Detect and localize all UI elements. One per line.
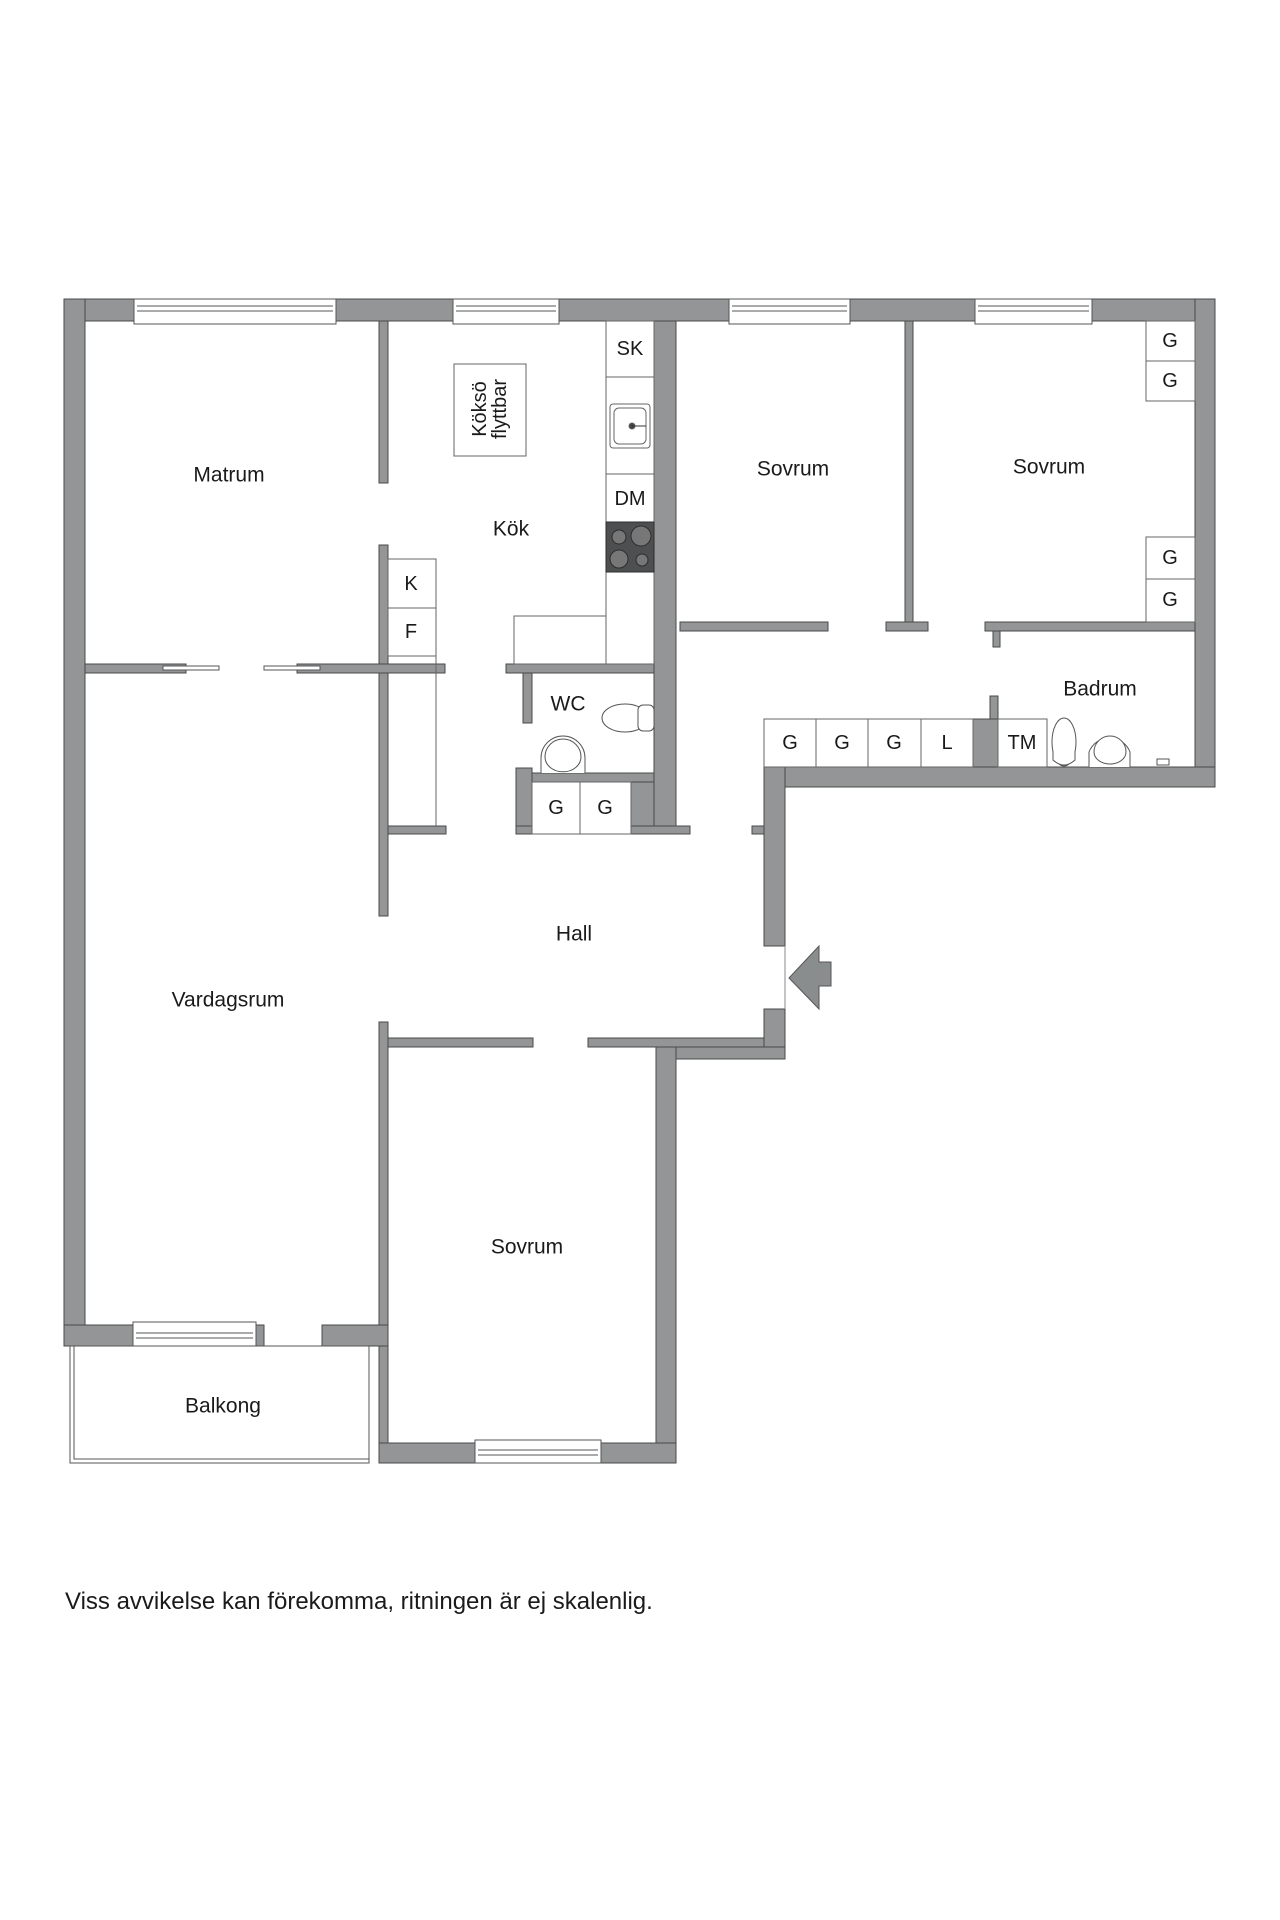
label-dm: DM (614, 488, 646, 510)
closet-label: G (597, 797, 613, 819)
room-label-vardagsrum: Vardagsrum (171, 988, 285, 1012)
wardrobe-label: G (1162, 547, 1178, 569)
sanitary (540, 703, 1170, 773)
label-f: F (404, 621, 418, 643)
wardrobe-label: G (1162, 370, 1178, 392)
wardrobe-label: G (1162, 589, 1178, 611)
label-tm: TM (1007, 732, 1037, 754)
room-label-hall: Hall (555, 922, 593, 946)
sliding-door (162, 665, 321, 671)
closets (531, 320, 1196, 835)
closet-label: L (941, 732, 953, 754)
island-line-1: Köksö (469, 381, 491, 437)
room-label-balkong: Balkong (185, 1394, 261, 1418)
room-label-kok: Kök (492, 517, 530, 541)
closet-label: G (834, 732, 850, 754)
balcony (69, 1345, 370, 1464)
label-k: K (404, 573, 418, 595)
closet-label: G (548, 797, 564, 819)
windows (132, 298, 1093, 1464)
island-line-2: flyttbar (489, 378, 511, 440)
walls (63, 298, 1216, 1464)
room-label-sovrum-1: Sovrum (756, 457, 830, 481)
kitchen-island-label: Köksö flyttbar (469, 378, 511, 440)
closet-label: G (886, 732, 902, 754)
wardrobe-label: G (1162, 330, 1178, 352)
room-label-sovrum-2: Sovrum (1012, 455, 1086, 479)
closet-label: G (782, 732, 798, 754)
room-label-badrum: Badrum (1063, 677, 1137, 701)
room-label-wc: WC (550, 692, 586, 716)
kitchen-fixtures (387, 320, 655, 826)
disclaimer-caption: Viss avvikelse kan förekomma, ritningen … (65, 1588, 653, 1615)
entrance-arrow-icon (788, 944, 832, 1011)
stove (605, 521, 655, 573)
room-label-sovrum-3: Sovrum (490, 1235, 564, 1259)
label-sk: SK (616, 338, 644, 360)
room-label-matrum: Matrum (193, 463, 265, 487)
